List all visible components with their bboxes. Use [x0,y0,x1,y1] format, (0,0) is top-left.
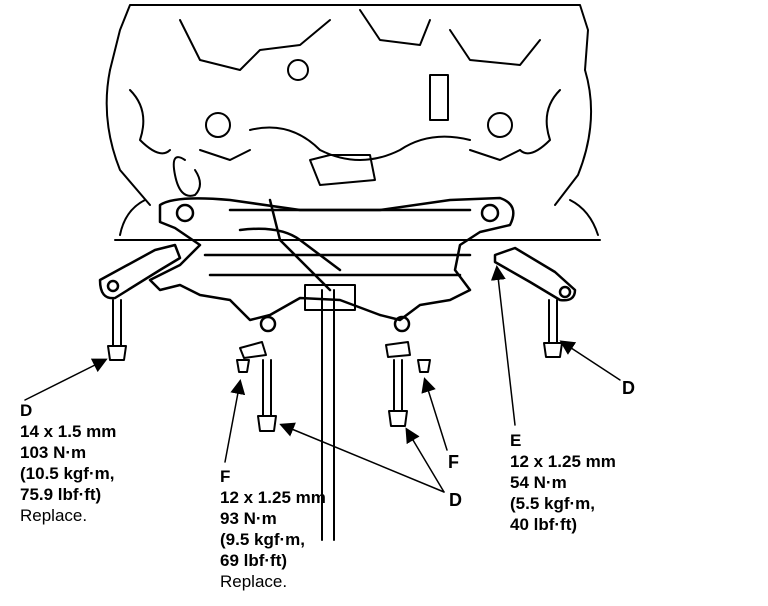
steering-shaft [304,284,356,541]
callout-d-bottom: D [449,490,462,510]
callout-f-left-torque: 93 N·m [220,509,277,528]
lower-arm-left [98,243,182,300]
callout-d-left-metric: (10.5 kgf·m, [20,464,115,483]
callout-f-left-letter: F [220,467,231,486]
bolt-d-right [543,299,563,358]
callout-e-metric: (5.5 kgf·m, [510,494,596,513]
tow-hook [172,156,201,197]
bolt-d-left [107,299,127,361]
callout-d-right: D [622,378,635,398]
bolt-d-center-left [257,359,277,432]
lower-arm-right [493,246,577,302]
brackets [239,341,411,359]
callout-f-left-note: Replace. [220,572,288,591]
callout-f-left-imperial: 69 lbf·ft) [220,551,288,570]
callout-e-imperial: 40 lbf·ft) [510,515,578,534]
callout-d-left-torque: 103 N·m [20,443,87,462]
callout-f-left-size: 12 x 1.25 mm [220,488,326,507]
engine-outline [105,4,601,241]
bolt-d-center-right [388,359,408,427]
callout-d-left-letter: D [20,401,33,420]
leader-lines [24,265,621,493]
callout-f-left: F 12 x 1.25 mm 93 N·m (9.5 kgf·m, 69 lbf… [220,466,326,592]
bolt-f-right [417,359,431,373]
callout-e: E 12 x 1.25 mm 54 N·m (5.5 kgf·m, 40 lbf… [510,430,616,535]
callout-e-size: 12 x 1.25 mm [510,452,616,471]
callout-f-right: F [448,452,459,472]
callout-e-torque: 54 N·m [510,473,567,492]
callout-e-letter: E [510,431,522,450]
bolt-f-left [236,359,250,373]
subframe [148,196,515,333]
callout-d-left: D 14 x 1.5 mm 103 N·m (10.5 kgf·m, 75.9 … [20,400,116,526]
callout-d-left-note: Replace. [20,506,88,525]
callout-d-left-imperial: 75.9 lbf·ft) [20,485,102,504]
callout-f-left-metric: (9.5 kgf·m, [220,530,306,549]
callout-d-left-size: 14 x 1.5 mm [20,422,117,441]
